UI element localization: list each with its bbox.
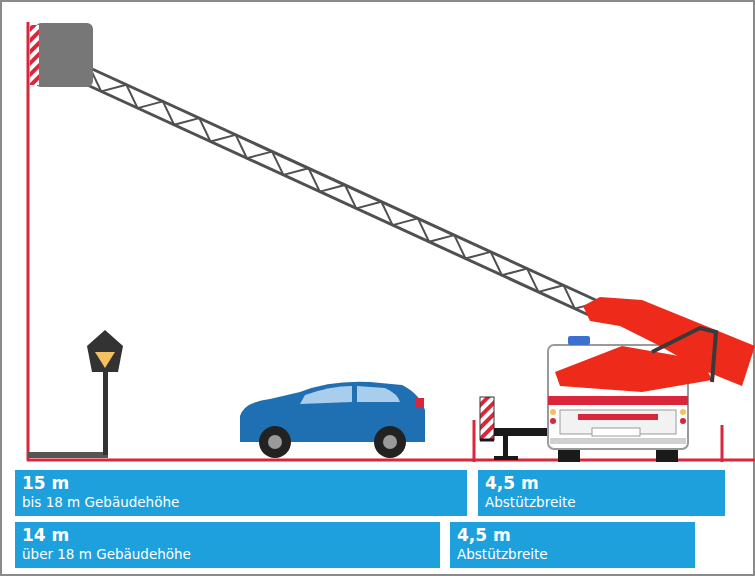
license-plate <box>592 428 640 436</box>
car-window <box>357 386 400 402</box>
lamp-pole <box>103 360 108 455</box>
car-hub <box>268 435 282 449</box>
car-wheel <box>259 426 291 458</box>
basket-stripe <box>30 25 39 85</box>
rescue-basket <box>35 23 93 87</box>
ground-line <box>27 459 755 462</box>
truck-stripe <box>578 414 658 420</box>
dimension-band: 15 mbis 18 m Gebäudehöhe <box>15 470 467 516</box>
ladder-base <box>583 297 755 386</box>
car <box>240 382 425 458</box>
truck-stripe <box>548 396 688 405</box>
lamp-light <box>95 352 115 368</box>
truck-bumper <box>550 438 686 444</box>
dimension-note: über 18 m Gebäudehöhe <box>22 545 433 563</box>
dimension-value: 4,5 m <box>457 525 688 545</box>
ladder-chord <box>83 83 593 317</box>
car-hub <box>383 435 397 449</box>
headlight <box>680 409 686 415</box>
outrigger-post <box>480 397 494 440</box>
dimension-value: 15 m <box>22 473 460 493</box>
ladder-strut <box>652 328 716 382</box>
building-wall <box>27 22 30 461</box>
headlight <box>550 418 556 424</box>
lamp-base <box>28 452 108 458</box>
dimension-note: Abstützbreite <box>485 493 718 511</box>
dimension-band: 4,5 mAbstützbreite <box>450 522 695 568</box>
ladder-lattice <box>90 68 600 309</box>
ladder-truss <box>83 68 600 317</box>
headlight <box>680 418 686 424</box>
outrigger-leg <box>503 430 508 460</box>
dimension-value: 14 m <box>22 525 433 545</box>
dimension-note: bis 18 m Gebäudehöhe <box>22 493 460 511</box>
car-wheel <box>374 426 406 458</box>
marker-line <box>473 420 476 462</box>
outrigger-foot <box>494 456 518 460</box>
car-taillight <box>416 398 424 408</box>
blue-light <box>568 336 590 345</box>
dimension-band: 14 müber 18 m Gebäudehöhe <box>15 522 440 568</box>
outrigger <box>480 397 550 460</box>
car-window <box>300 386 352 404</box>
dimension-value: 4,5 m <box>485 473 718 493</box>
headlight <box>550 409 556 415</box>
marker-line <box>721 425 724 462</box>
dimension-band: 4,5 mAbstützbreite <box>478 470 725 516</box>
fire-truck <box>548 297 755 462</box>
lamp-head <box>87 330 123 372</box>
outrigger-foot <box>480 439 494 442</box>
outrigger-arm <box>494 428 550 436</box>
dimension-note: Abstützbreite <box>457 545 688 563</box>
